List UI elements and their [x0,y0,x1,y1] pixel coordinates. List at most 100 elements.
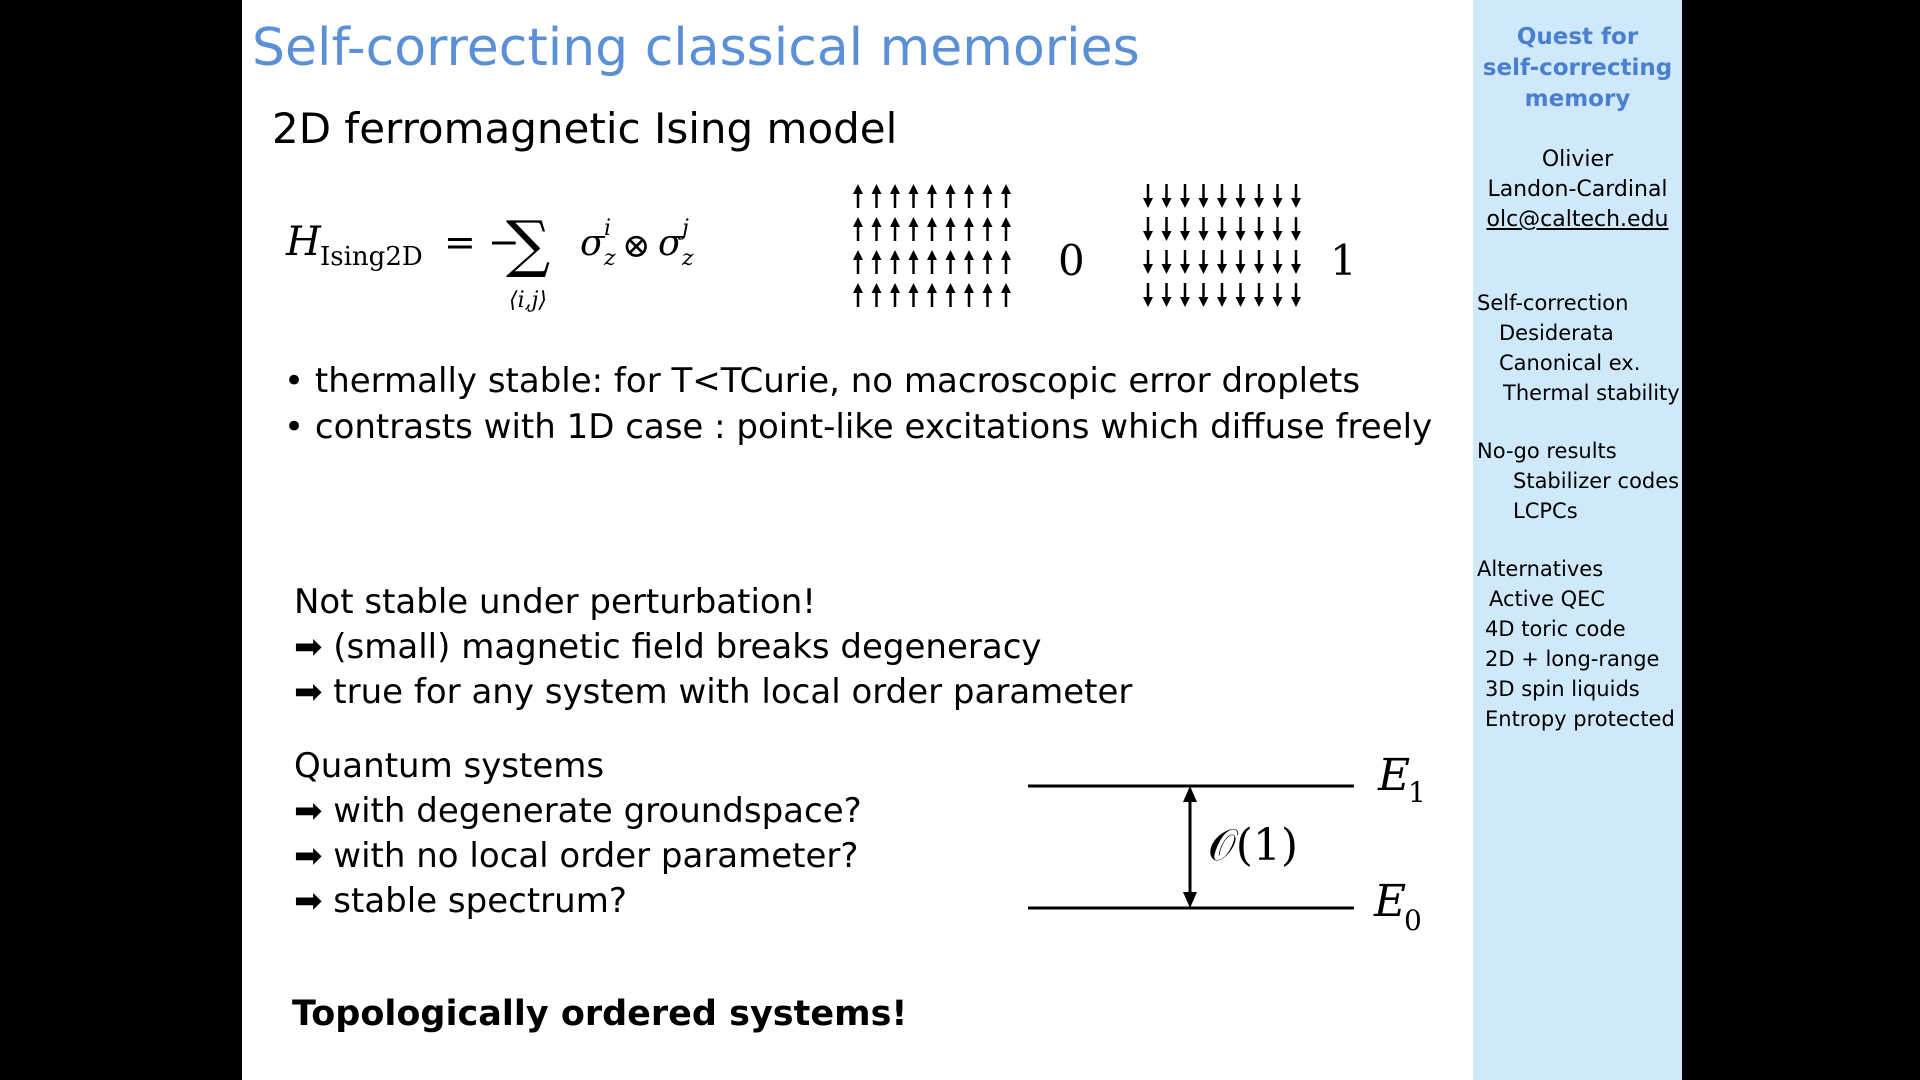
spin-up-arrow-icon [982,250,993,274]
spin-down-arrow-icon [1254,250,1264,274]
bullet-item: contrasts with 1D case : point-like exci… [284,404,1432,450]
spin-up-lattice [850,178,1020,314]
sidebar-item[interactable]: 3D spin liquids [1485,677,1640,701]
slide: Self-correcting classical memories 2D fe… [242,0,1473,1080]
sidebar-section-no-go: No-go results Stabilizer codes LCPCs [1477,436,1679,526]
sidebar-item[interactable]: LCPCs [1513,499,1578,523]
spin-down-arrow-icon [1217,283,1227,307]
perturbation-block: Not stable under perturbation! (small) m… [294,580,1132,715]
spin-up-arrow-icon [890,184,900,208]
spin-up-arrow-icon [945,184,956,208]
sidebar-item[interactable]: Stabilizer codes [1513,469,1680,493]
spin-up-arrow-icon [1001,184,1011,208]
sidebar-item[interactable]: Desiderata [1499,321,1614,345]
spin-down-arrow-icon [1217,184,1227,208]
upper-level-label: E [1377,750,1410,801]
spin-up-arrow-icon [964,283,974,307]
ising-hamiltonian-equation: H Ising2D = − ∑ ⟨i,j⟩ σ i z ⊗ σ j z [285,207,694,313]
sum-index: ⟨i,j⟩ [509,288,547,313]
spin-down-arrow-icon [1180,250,1190,274]
spin-up-arrow-icon [982,184,993,208]
sigma-right: σ [658,223,684,264]
sidebar-navigation: Quest for self-correcting memory Olivier… [1473,0,1682,1080]
sidebar-section-alternatives: Alternatives Active QEC 4D toric code 2D… [1477,554,1675,734]
slide-title: Self-correcting classical memories [252,18,1140,78]
spin-up-arrow-icon [982,283,993,307]
sigma-left-sub: z [603,246,616,271]
spin-down-arrow-icon [1291,283,1301,307]
conclusion-text: Topologically ordered systems! [292,994,908,1034]
bullet-item: thermally stable: for T<TCurie, no macro… [284,358,1432,404]
author-email-link[interactable]: olc@caltech.edu [1486,207,1669,232]
spin-down-arrow-icon [1217,217,1227,241]
spin-up-arrow-icon [964,250,974,274]
sidebar-item[interactable]: Entropy protected [1485,707,1675,731]
spin-up-arrow-icon [908,250,919,274]
spin-up-arrow-icon [871,184,882,208]
sidebar-section-title[interactable]: Alternatives [1477,557,1604,581]
sidebar-item[interactable]: 4D toric code [1485,617,1626,641]
spin-down-arrow-icon [1254,283,1264,307]
spin-down-arrow-icon [1217,250,1227,274]
quantum-item: stable spectrum? [294,879,862,924]
spin-down-arrow-icon [1143,217,1153,241]
sidebar-item[interactable]: Thermal stability [1503,381,1680,405]
spin-down-lattice [1140,178,1310,314]
perturbation-item: true for any system with local order par… [294,670,1132,715]
tensor-symbol: ⊗ [622,226,651,266]
spin-down-arrow-icon [1180,283,1190,307]
spin-down-arrow-icon [1143,184,1153,208]
spin-down-arrow-icon [1291,217,1301,241]
spin-down-arrow-icon [1161,184,1172,208]
bullet-list: thermally stable: for T<TCurie, no macro… [284,358,1432,450]
quantum-item: with no local order parameter? [294,834,862,879]
sigma-left-sup: i [604,216,611,241]
spin-up-arrow-icon [945,283,956,307]
sidebar-section-title[interactable]: No-go results [1477,439,1617,463]
author-first-name: Olivier [1541,147,1614,172]
sidebar-heading-line: self-correcting [1482,55,1673,81]
spin-down-arrow-icon [1291,184,1301,208]
spin-up-arrow-icon [853,184,863,208]
perturbation-heading: Not stable under perturbation! [294,582,816,622]
spin-up-arrow-icon [871,217,882,241]
quantum-heading: Quantum systems [294,746,605,786]
spin-down-arrow-icon [1161,217,1172,241]
spin-up-arrow-icon [927,283,937,307]
spin-down-arrow-icon [1180,184,1190,208]
spin-down-arrow-icon [1235,184,1246,208]
spin-up-arrow-icon [964,217,974,241]
spin-up-arrow-icon [927,217,937,241]
spin-down-arrow-icon [1198,184,1209,208]
sidebar-section-self-correction: Self-correction Desiderata Canonical ex.… [1477,288,1680,408]
sidebar-heading-line: memory [1524,86,1631,112]
spin-up-arrow-icon [853,283,863,307]
spin-down-arrow-icon [1272,184,1283,208]
spin-up-label: 0 [1058,236,1085,285]
spin-up-arrow-icon [1001,250,1011,274]
spin-down-label: 1 [1330,236,1357,285]
spin-up-arrow-icon [945,217,956,241]
spin-down-arrow-icon [1235,250,1246,274]
spin-up-arrow-icon [945,250,956,274]
sidebar-author: Olivier Landon-Cardinal olc@caltech.edu [1473,145,1682,235]
sidebar-item[interactable]: Active QEC [1489,587,1606,611]
perturbation-item: (small) magnetic field breaks degeneracy [294,625,1132,670]
spin-up-arrow-icon [871,283,882,307]
spin-down-arrow-icon [1254,217,1264,241]
sidebar-item[interactable]: 2D + long-range [1485,647,1660,671]
energy-gap-diagram: 𝒪(1) E 1 E 0 [1028,750,1426,937]
spin-down-arrow-icon [1272,283,1283,307]
spin-up-arrow-icon [908,184,919,208]
spin-down-arrow-icon [1272,217,1283,241]
sigma-right-sub: z [681,246,694,271]
spin-down-arrow-icon [1143,250,1153,274]
sum-symbol: ∑ [506,207,550,280]
author-last-name: Landon-Cardinal [1487,177,1668,202]
sidebar-item[interactable]: Canonical ex. [1499,351,1641,375]
spin-down-arrow-icon [1272,250,1283,274]
sidebar-section-title[interactable]: Self-correction [1477,291,1629,315]
spin-up-arrow-icon [890,217,900,241]
upper-level-index: 1 [1408,776,1426,809]
spin-up-arrow-icon [908,217,919,241]
